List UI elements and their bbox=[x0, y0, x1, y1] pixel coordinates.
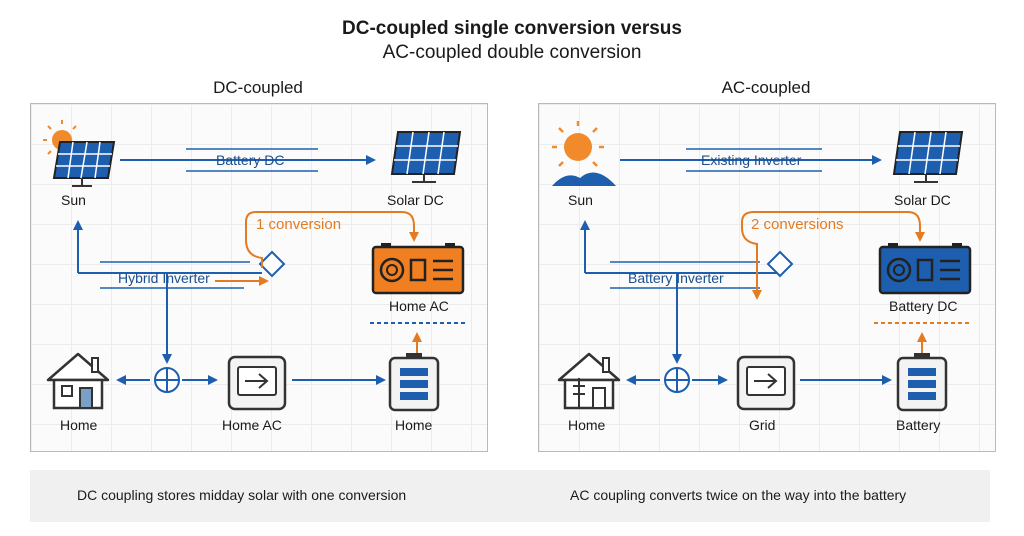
left-label-device: Home AC bbox=[389, 298, 449, 314]
house-icon bbox=[46, 352, 110, 410]
left-caption: DC coupling stores midday solar with one… bbox=[77, 487, 407, 503]
right-label-solar: Solar DC bbox=[894, 192, 951, 208]
left-flow-label: Battery DC bbox=[216, 152, 285, 168]
diamond-node-icon bbox=[258, 250, 286, 278]
solar-panel-icon bbox=[390, 131, 462, 183]
inverter-device-icon bbox=[371, 243, 465, 295]
right-label-battery: Battery bbox=[896, 417, 941, 433]
left-label-sun: Sun bbox=[61, 192, 86, 208]
battery-icon bbox=[388, 353, 440, 412]
title-line-2: AC-coupled double conversion bbox=[382, 42, 642, 63]
right-inverter-label: Battery Inverter bbox=[628, 270, 724, 286]
right-flow-label: Existing Inverter bbox=[701, 152, 802, 168]
meter-icon bbox=[227, 355, 287, 411]
left-inverter-label: Hybrid Inverter bbox=[118, 270, 210, 286]
solar-panel-icon bbox=[52, 141, 116, 187]
right-heading: AC-coupled bbox=[721, 78, 811, 97]
left-label-home: Home bbox=[60, 417, 98, 433]
right-conversion-label: 2 conversions bbox=[751, 216, 844, 233]
battery-icon bbox=[896, 353, 948, 412]
junction-icon bbox=[664, 367, 690, 393]
junction-icon bbox=[154, 367, 180, 393]
diamond-node-icon bbox=[766, 250, 794, 278]
meter-icon bbox=[736, 355, 796, 411]
left-label-meter: Home AC bbox=[222, 417, 282, 433]
solar-panel-icon bbox=[892, 131, 964, 183]
left-label-battery: Home bbox=[395, 417, 433, 433]
inverter-device-icon bbox=[878, 243, 972, 295]
caption-band bbox=[30, 470, 990, 522]
right-label-home: Home bbox=[568, 417, 606, 433]
right-label-sun: Sun bbox=[568, 192, 593, 208]
house-icon bbox=[557, 352, 621, 410]
left-conversion-label: 1 conversion bbox=[256, 216, 342, 233]
right-label-device: Battery DC bbox=[889, 298, 958, 314]
right-caption: AC coupling converts twice on the way in… bbox=[570, 487, 907, 503]
sun-icon bbox=[552, 121, 616, 186]
left-label-solar: Solar DC bbox=[387, 192, 444, 208]
left-heading: DC-coupled bbox=[213, 78, 303, 97]
right-label-meter: Grid bbox=[749, 417, 776, 433]
title-line-1: DC-coupled single conversion versus bbox=[342, 18, 682, 39]
